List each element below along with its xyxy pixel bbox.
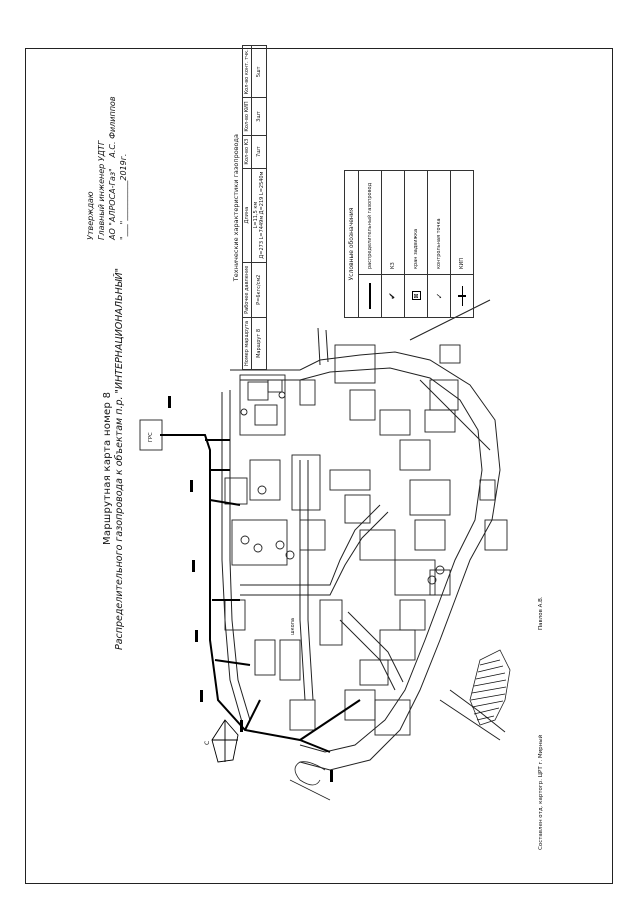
tech-table-cell: Маршрут 8 [251, 317, 267, 370]
tech-table-cell: 5шт [251, 45, 267, 98]
control-point-icon: ✓ [428, 274, 450, 317]
tech-table-header-row: Номер маршрута Рабочее давление Длина Ко… [242, 45, 252, 370]
road-outline-main [230, 351, 501, 771]
tech-table-cell: Р=6кгс/см2 [251, 262, 267, 318]
approval-signer: А.С. Филиппов [108, 96, 117, 158]
approval-line3: АО "АЛРОСА-Газ" [108, 168, 117, 240]
legend-item: ✔ КЗ [382, 171, 405, 317]
valve-box-icon: ⊠ [405, 274, 427, 317]
tech-table-cell: 7шт [251, 135, 267, 169]
legend-label: контрольная точка [436, 218, 442, 269]
approval-line2: Главный инженер УДТГ [97, 140, 106, 240]
north-arrow-label: С [204, 740, 211, 745]
legend-label: КЗ [390, 262, 396, 269]
tech-table: Номер маршрута Рабочее давление Длина Ко… [242, 45, 267, 370]
school-label: школа [290, 618, 296, 635]
tech-table-block: Технические характеристики газопровода Н… [230, 45, 267, 370]
tech-table-header: Рабочее давление [242, 262, 252, 318]
tech-table-header: Кол-во конт. тчк. [242, 45, 252, 98]
tech-table-header: Номер маршрута [242, 317, 252, 370]
pipeline-main [160, 434, 331, 753]
legend-label: распределительный газопровод [367, 182, 373, 269]
legend-item: распределительный газопровод [359, 171, 382, 317]
pipeline-line-icon [359, 274, 381, 317]
approval-block: Утверждаю Главный инженер УДТГ АО "АЛРОС… [85, 96, 129, 240]
approval-line1: Утверждаю [86, 191, 95, 240]
footer-right: Павлов А.В. [538, 596, 544, 630]
drawing-frame [25, 48, 613, 884]
legend-label: кран задвижка [413, 228, 419, 269]
footer-left: Составлен отд. картогр. ЦРТ г. Мирный [538, 734, 544, 850]
tech-table-header: Кол-во КЗ [242, 135, 252, 169]
tech-table-header: Длина [242, 168, 252, 263]
gas-station-label: ГРС [148, 432, 154, 442]
legend-item: ⊠ кран задвижка [405, 171, 428, 317]
approval-date: "___"__________2019г. [119, 153, 128, 240]
legend-label: КИП [459, 257, 465, 269]
kz-check-icon: ✔ [382, 274, 404, 317]
tech-table-title: Технические характеристики газопровода [232, 134, 240, 282]
legend-item: КИП [451, 171, 473, 317]
legend-item: ✓ контрольная точка [428, 171, 451, 317]
map-subtitle: Распределительного газопровода к объекта… [114, 268, 125, 650]
kip-marker-icon [451, 274, 473, 317]
tech-table-cell-diam: Д=273 L=7449м Д=219 L=2540м [259, 171, 265, 259]
tech-table-header: Кол-во КИП [242, 97, 252, 136]
tech-table-cell: 3шт [251, 97, 267, 136]
legend-box: Условные обозначения распределительный г… [344, 170, 474, 318]
map-title: Маршрутная карта номер 8 [102, 391, 113, 545]
legend-title-text: Условные обозначения [345, 171, 359, 317]
